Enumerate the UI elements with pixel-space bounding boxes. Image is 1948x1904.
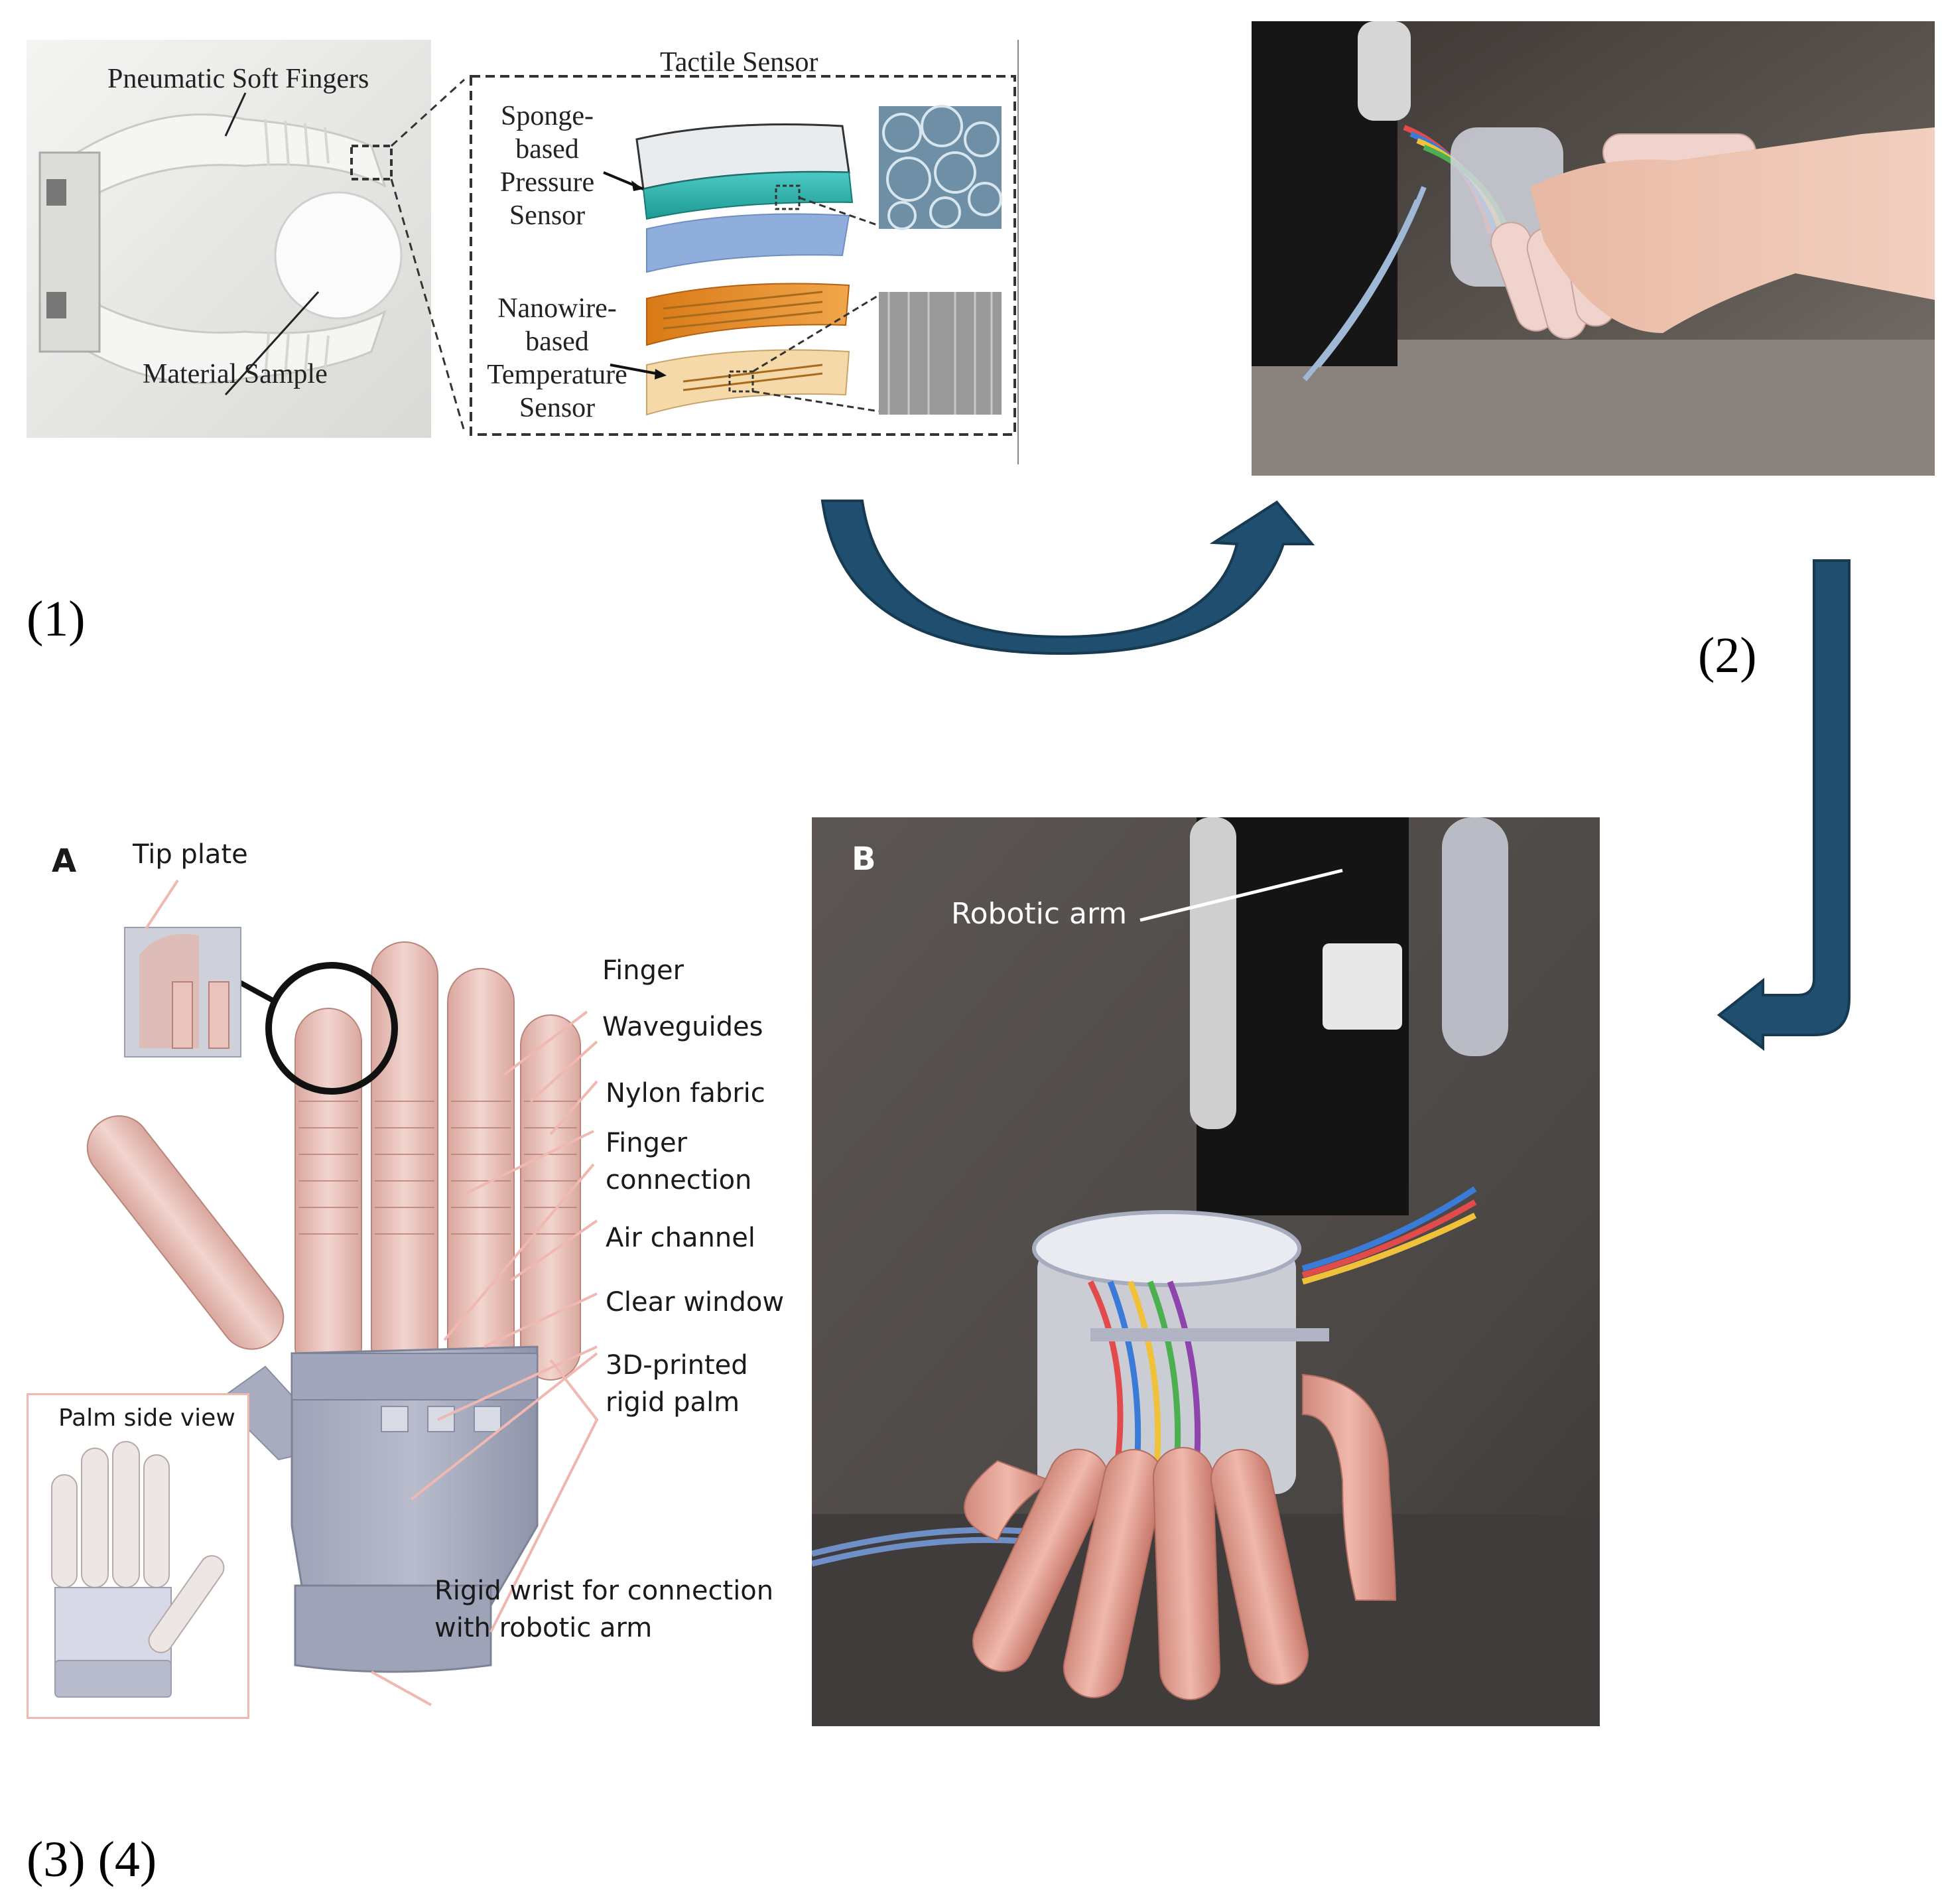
label-leader-lines bbox=[371, 1010, 599, 1706]
pressure-electrode-layer bbox=[646, 213, 850, 273]
wrist-ring bbox=[1032, 1210, 1301, 1287]
label-finger: Finger bbox=[602, 955, 684, 986]
label-material-sample: Material Sample bbox=[143, 359, 328, 389]
panel-tactile-sensor: Pneumatic Soft Fingers Material Sample T… bbox=[27, 27, 1021, 464]
robot-arm-end bbox=[1358, 21, 1411, 121]
human-hand-arm bbox=[1530, 127, 1935, 333]
step-label-3-4: (3) (4) bbox=[27, 1832, 157, 1887]
panel-robotic-hand-photo: B Robotic arm bbox=[812, 817, 1600, 1726]
label-finger-connection: Finger connection bbox=[606, 1128, 752, 1195]
label-waveguides: Waveguides bbox=[602, 1012, 763, 1042]
hand-fingers bbox=[294, 941, 581, 1381]
handshake-photo bbox=[1252, 21, 1935, 476]
robotic-hand-photo bbox=[812, 817, 1600, 1726]
panel-handshake-photo bbox=[1252, 21, 1935, 476]
hand-thumb bbox=[86, 1115, 285, 1350]
hand-cad-illustration bbox=[86, 879, 599, 1706]
label-pressure-sensor: Sponge- based Pressure Sensor bbox=[499, 101, 595, 231]
robot-arm-right-plate bbox=[1442, 817, 1508, 1056]
label-pneumatic-soft-fingers: Pneumatic Soft Fingers bbox=[107, 64, 369, 94]
label-rigid-palm: 3D-printed rigid palm bbox=[606, 1350, 748, 1418]
pressure-sponge-layer bbox=[642, 171, 854, 220]
screw bbox=[46, 292, 66, 318]
label-tactile-sensor: Tactile Sensor bbox=[660, 47, 818, 78]
temperature-orange-layer bbox=[646, 283, 850, 346]
robot-soft-fingers bbox=[964, 1373, 1397, 1700]
screw bbox=[46, 179, 66, 206]
sensor-patch-box bbox=[350, 145, 393, 180]
rigid-wrist bbox=[294, 1584, 492, 1673]
panel-letter-b: B bbox=[852, 841, 876, 878]
robotic-arm-pointer bbox=[1139, 868, 1343, 922]
arm-sticker bbox=[1323, 943, 1402, 1030]
palm-side-view-inset: Palm side view bbox=[27, 1393, 249, 1719]
sponge-sem-image bbox=[879, 106, 1002, 229]
label-nylon-fabric: Nylon fabric bbox=[606, 1078, 765, 1109]
palm-side-illustration bbox=[51, 1441, 225, 1698]
clear-window-strip bbox=[1090, 1328, 1329, 1341]
finger-connection-bar bbox=[291, 1353, 538, 1400]
tip-zoom-circle bbox=[265, 962, 398, 1095]
label-temperature-sensor: Nanowire- based Temperature Sensor bbox=[487, 293, 627, 423]
curved-arrow-1-to-2 bbox=[820, 500, 1315, 655]
label-rigid-wrist: Rigid wrist for connection with robotic … bbox=[434, 1576, 774, 1643]
label-air-channel: Air channel bbox=[606, 1223, 755, 1253]
label-palm-side-view: Palm side view bbox=[58, 1404, 235, 1432]
step-label-2: (2) bbox=[1698, 628, 1757, 683]
label-clear-window: Clear window bbox=[606, 1287, 785, 1318]
clear-windows bbox=[381, 1406, 501, 1432]
robot-arm-left-plate bbox=[1190, 817, 1236, 1129]
nanowire-sem-image bbox=[879, 292, 1002, 415]
panel-letter-a: A bbox=[52, 843, 77, 880]
step-label-1: (1) bbox=[27, 591, 86, 647]
tactile-zoom-box bbox=[470, 75, 1016, 436]
label-tip-plate: Tip plate bbox=[133, 839, 248, 870]
label-robotic-arm: Robotic arm bbox=[951, 897, 1128, 931]
tactile-sensor-illustration bbox=[27, 40, 1019, 464]
panel-hand-cad: A Tip plate Finger Waveguides Nylon fabr… bbox=[27, 823, 809, 1718]
material-sample-ball bbox=[274, 191, 403, 320]
